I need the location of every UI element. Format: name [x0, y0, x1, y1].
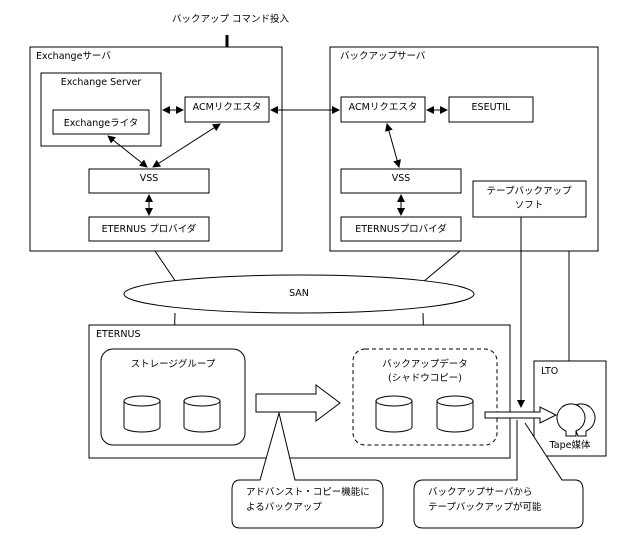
storage-group-disk-2: [183, 395, 221, 433]
backup-command-label: バックアップ コマンド投入: [172, 13, 290, 25]
exchange-writer-label: Exchangeライタ: [64, 118, 139, 129]
connector-acm-vss-exchange: [152, 123, 221, 168]
eseutil-box[interactable]: [448, 96, 534, 123]
vss-exchange-label: VSS: [140, 173, 159, 184]
backup-data-disk-1: [375, 395, 413, 433]
provider-backup-label: ETERNUSプロバイダ: [355, 223, 447, 235]
acm-requester-backup-box[interactable]: [340, 96, 426, 123]
vss-backup-label: VSS: [392, 173, 411, 184]
lto-device: LTO Tape媒体: [533, 360, 607, 457]
callout-tape-backup-line1: バックアップサーバから: [428, 487, 532, 498]
connector-writer-vss: [107, 135, 148, 168]
vss-backup-box[interactable]: [340, 168, 462, 194]
tape-media-label: Tape媒体: [549, 439, 591, 451]
backup-data-disk-2: [436, 395, 474, 433]
callout-advanced-copy-line1: アドバンスト・コピー機能に: [246, 486, 370, 498]
tape-software-label-line2: ソフト: [515, 200, 544, 211]
provider-exchange-box[interactable]: [88, 216, 210, 242]
tape-software-label-line1: テープバックアップ: [487, 186, 572, 197]
provider-backup-box[interactable]: [340, 216, 462, 242]
acm-requester-exchange-label: ACMリクエスタ: [193, 102, 262, 113]
backup-data-label-line1: バックアップデータ: [382, 358, 468, 370]
advanced-copy-arrow: [255, 384, 341, 422]
san-link-backup: [422, 250, 461, 283]
exchange-writer-box[interactable]: [52, 109, 150, 135]
callout-advanced-copy-shape: [231, 411, 384, 529]
acm-requester-exchange-box[interactable]: [184, 96, 270, 123]
backup-server-host: バックアップサーバ ACMリクエスタ ESEUTIL VSS ETERNUSプロ…: [329, 46, 599, 252]
backup-data-label-line2: (シャドウコピー): [388, 373, 462, 384]
eternus-label: ETERNUS: [96, 329, 141, 340]
exchange-host-label: Exchangeサーバ: [36, 51, 111, 62]
backup-host-label: バックアップサーバ: [340, 51, 426, 62]
tape-software-box[interactable]: [472, 180, 587, 218]
callout-tape-backup-line2: テープバックアップが可能: [428, 501, 542, 513]
storage-group-disk-1: [123, 395, 161, 433]
storage-group-label: ストレージグループ: [131, 358, 216, 370]
callout-advanced-copy: アドバンスト・コピー機能に よるバックアップ: [231, 411, 384, 529]
callout-tape-backup-shape: [413, 420, 584, 529]
san-ellipse: [123, 274, 475, 314]
san-label: SAN: [289, 288, 309, 299]
exchange-server-host: Exchangeサーバ Exchange Server Exchangeライタ …: [29, 46, 283, 252]
tape-media-icon: [556, 403, 596, 437]
connector-acm-vss-backup: [385, 123, 401, 168]
provider-exchange-label: ETERNUS プロバイダ: [102, 223, 197, 235]
eseutil-label: ESEUTIL: [472, 102, 512, 113]
backup-data-to-tape-arrow: [484, 406, 558, 424]
lto-label: LTO: [541, 366, 558, 377]
acm-requester-backup-label: ACMリクエスタ: [349, 102, 418, 113]
san-link-exchange: [154, 250, 177, 283]
eternus-storage: ETERNUS ストレージグループ バックアップデータ (シャドウコピー): [88, 324, 511, 459]
callout-tape-backup: バックアップサーバから テープバックアップが可能: [413, 420, 584, 529]
vss-exchange-box[interactable]: [88, 168, 210, 194]
callout-advanced-copy-line2: よるバックアップ: [246, 502, 322, 513]
exchange-server-label: Exchange Server: [61, 77, 142, 88]
